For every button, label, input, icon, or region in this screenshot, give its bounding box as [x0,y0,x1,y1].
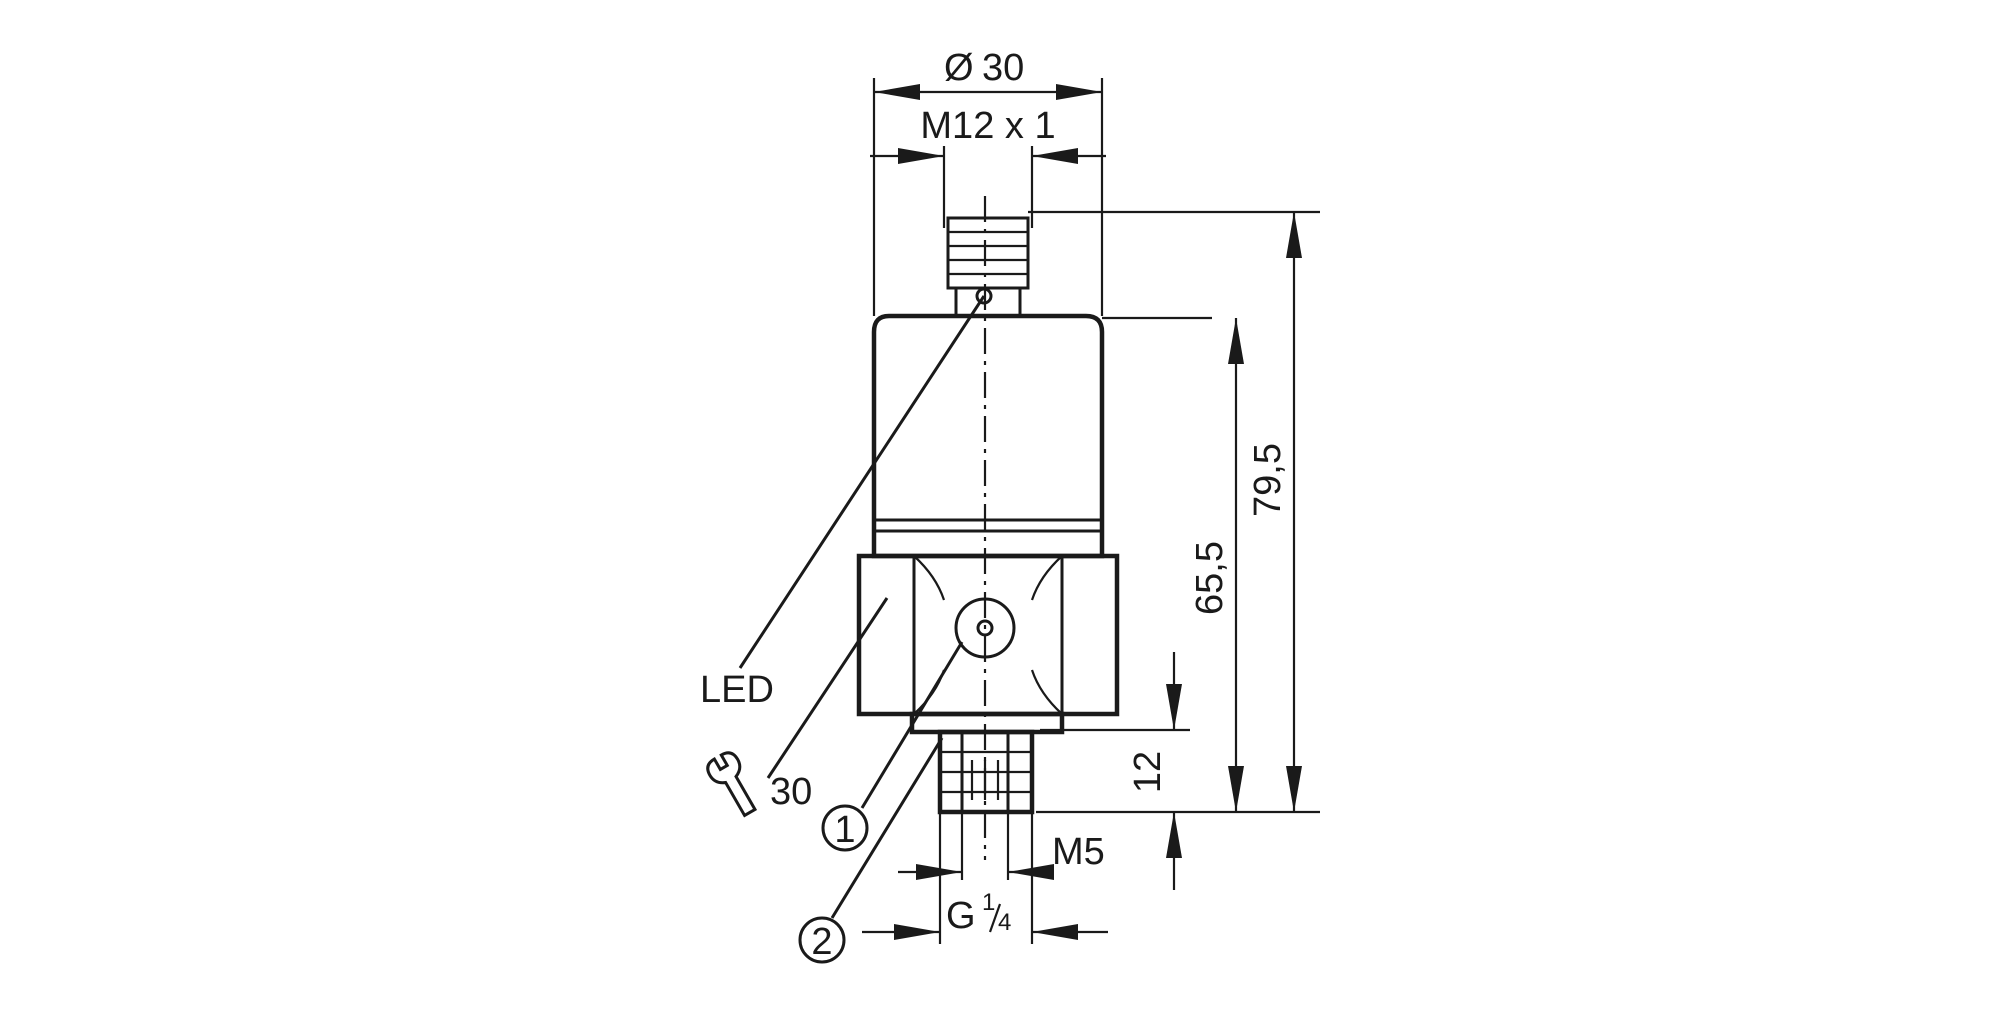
wrench-leader: 30 [706,597,889,818]
process-thread-letter: G [946,895,976,937]
dimension-overall-height: 79,5 [1028,210,1320,814]
sensor-body [856,196,1120,860]
diameter-value: 30 [982,47,1024,89]
diameter-symbol: Ø [944,47,974,89]
callout-2-number: 2 [811,921,832,963]
connector-thread-label: M12 x 1 [920,105,1055,147]
callout-1-circle [821,804,869,852]
wrench-size-label: 30 [770,771,812,813]
callout-1-number: 1 [834,809,855,851]
dimension-process-thread: G 1 4 [862,812,1108,944]
callout-1: 1 [821,641,964,852]
bottom-flange [909,711,1065,735]
dimension-diameter: Ø 30 [872,47,1104,316]
led-label: LED [700,669,774,711]
connector-thread [946,216,1030,290]
dimension-thread-length: 12 [1040,652,1190,890]
process-thread-denominator: 4 [998,909,1011,936]
wrench-icon [706,751,758,818]
callout-2: 2 [798,737,944,964]
overall-height-label: 79,5 [1247,443,1289,517]
dimension-body-height: 65,5 [1102,316,1244,812]
process-thread-numerator: 1 [982,889,995,916]
dimension-connector-thread: M12 x 1 [870,105,1106,228]
body-height-label: 65,5 [1189,541,1231,615]
inner-thread-label: M5 [1052,831,1105,873]
callout-2-circle [798,916,846,964]
led-leader: LED [700,295,986,711]
thread-length-label: 12 [1127,751,1169,793]
dimension-inner-thread: M5 [898,812,1105,880]
